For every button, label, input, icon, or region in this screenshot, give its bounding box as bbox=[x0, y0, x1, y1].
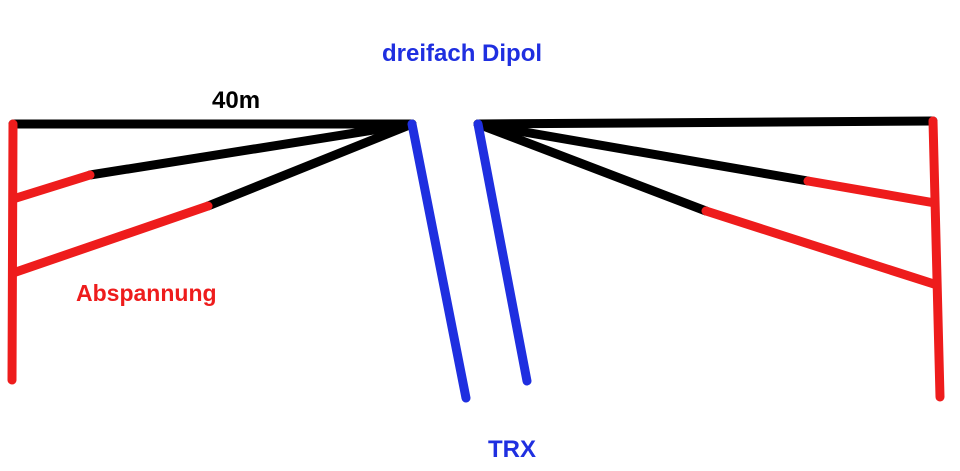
trx-label: TRX bbox=[488, 436, 536, 463]
diagram-title: dreifach Dipol bbox=[382, 40, 543, 67]
left-guy-middle bbox=[8, 170, 95, 204]
length-label: 40m bbox=[212, 87, 261, 114]
right-wire-bottom bbox=[473, 119, 711, 216]
feedline-right bbox=[473, 119, 532, 386]
left-wire-bottom bbox=[203, 119, 417, 211]
feedline-left bbox=[407, 119, 471, 403]
left-wire-middle bbox=[85, 119, 417, 180]
guy-rope-label: Abspannung bbox=[76, 280, 217, 306]
right-wire-top bbox=[473, 116, 938, 129]
right-guy-bottom bbox=[701, 206, 942, 290]
left-mast bbox=[7, 119, 18, 385]
right-wire-middle bbox=[473, 119, 813, 186]
right-guy-middle bbox=[803, 176, 940, 208]
right-mast bbox=[928, 116, 945, 402]
left-guy-bottom bbox=[8, 201, 213, 278]
